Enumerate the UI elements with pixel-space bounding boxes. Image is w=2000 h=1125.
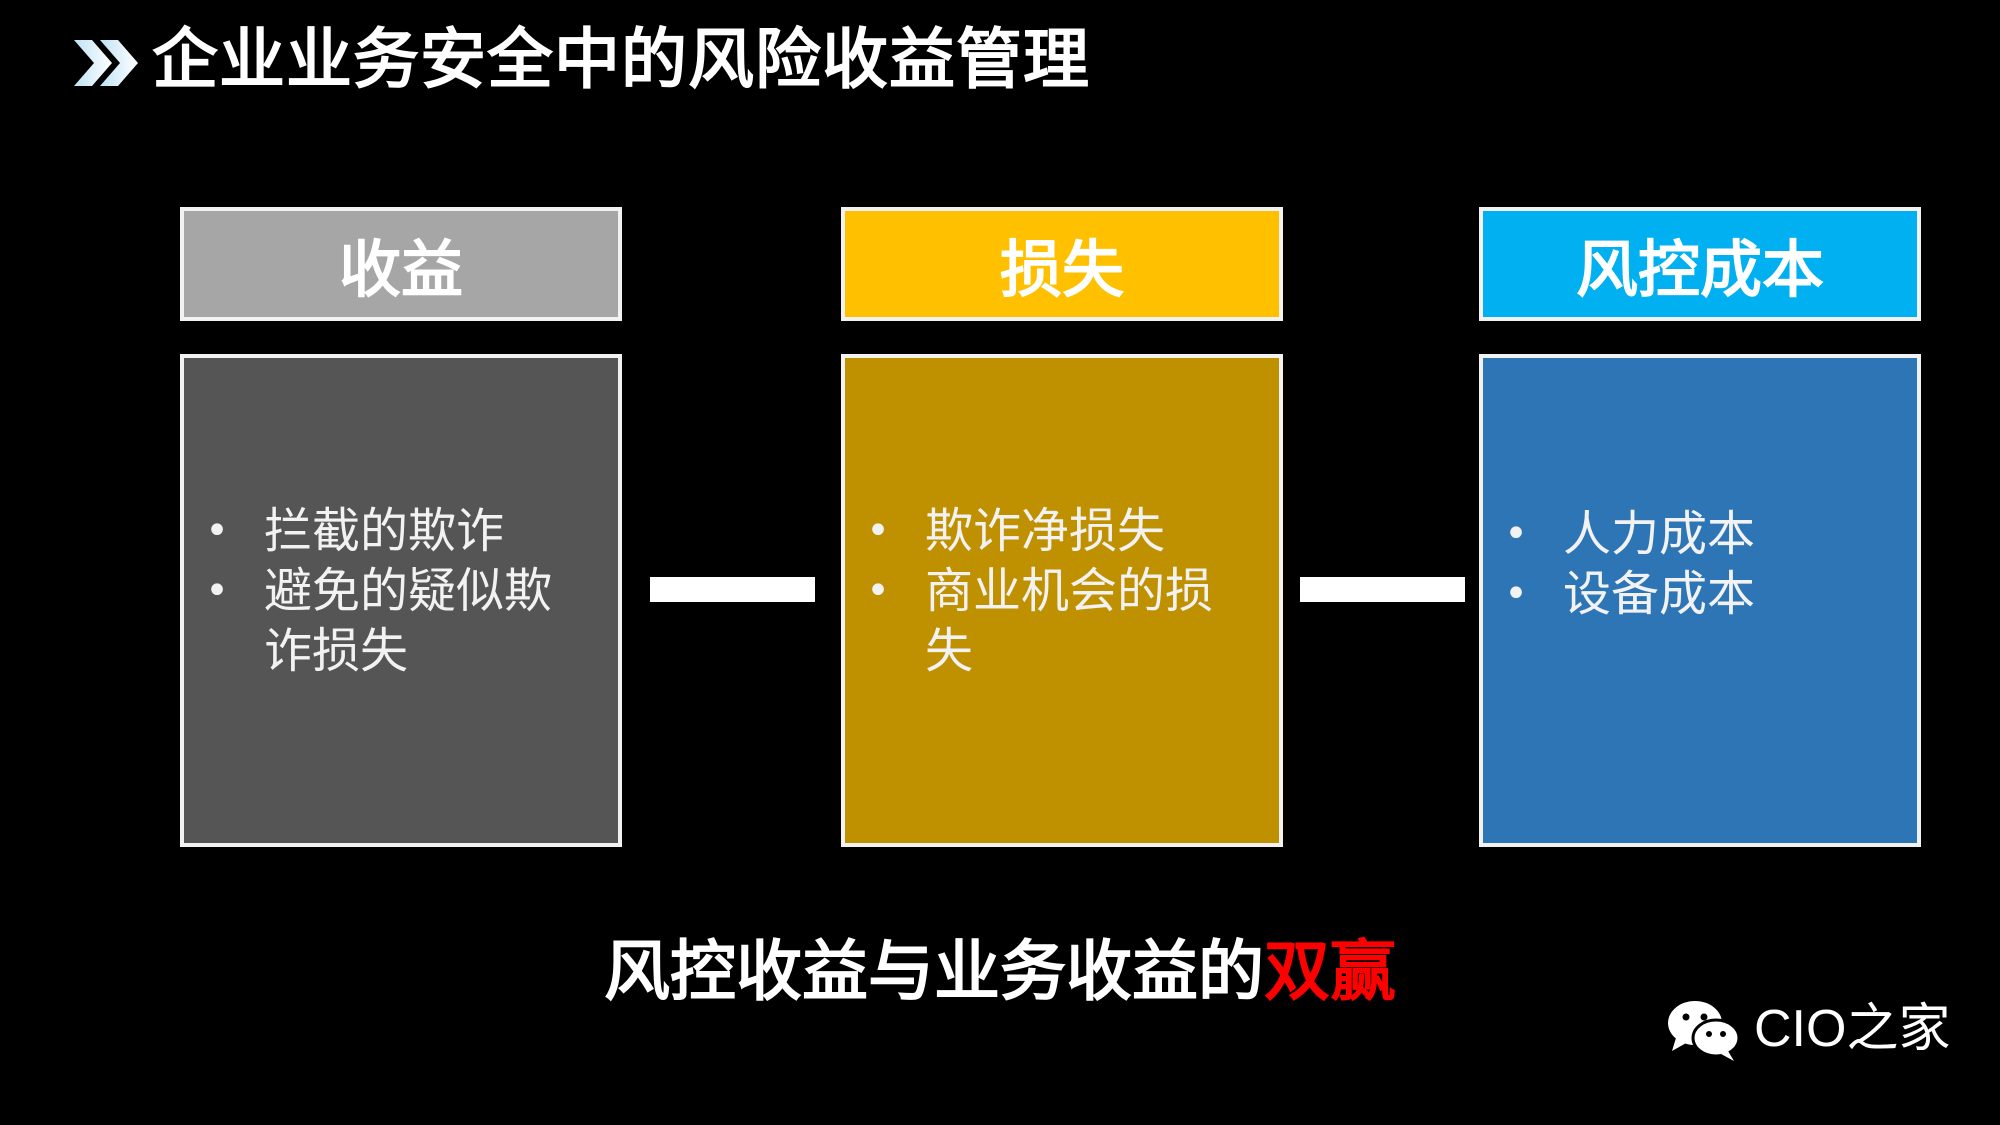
- bullet-icon: •: [205, 507, 229, 554]
- body-income: • 拦截的欺诈 • 避免的疑似欺诈损失: [180, 354, 622, 847]
- connector-line: [1300, 577, 1465, 602]
- conclusion-main: 风控收益与业务收益的: [604, 933, 1264, 1010]
- item-text: 避免的疑似欺诈损失: [264, 562, 553, 679]
- list-item: • 欺诈净损失: [863, 501, 1259, 561]
- header-income: 收益: [180, 207, 622, 321]
- bullet-icon: •: [866, 507, 890, 554]
- list-item: • 商业机会的损失: [863, 561, 1259, 681]
- loss-list: • 欺诈净损失 • 商业机会的损失: [863, 501, 1259, 681]
- bullet-icon: •: [866, 567, 890, 614]
- watermark: CIO之家: [1664, 994, 1950, 1064]
- item-text: 人力成本: [1563, 505, 1756, 562]
- item-text: 设备成本: [1563, 565, 1756, 622]
- watermark-text: CIO之家: [1754, 1000, 1951, 1058]
- bullet-icon: •: [205, 567, 229, 614]
- body-risk-control-cost: • 人力成本 • 设备成本: [1479, 354, 1921, 847]
- conclusion-accent: 双赢: [1264, 933, 1396, 1010]
- list-item: • 拦截的欺诈: [202, 501, 598, 561]
- double-chevron-right-icon: [74, 40, 138, 86]
- item-text: 商业机会的损失: [925, 562, 1214, 679]
- item-text: 欺诈净损失: [925, 502, 1166, 559]
- wechat-icon: [1668, 1001, 1741, 1061]
- slide-title: 企业业务安全中的风险收益管理: [152, 21, 1090, 98]
- connector-line: [650, 577, 815, 602]
- conclusion-text: 风控收益与业务收益的双赢: [0, 932, 2000, 1012]
- list-item: • 设备成本: [1501, 564, 1897, 624]
- list-item: • 人力成本: [1501, 504, 1897, 564]
- cost-list: • 人力成本 • 设备成本: [1501, 504, 1897, 624]
- list-item: • 避免的疑似欺诈损失: [202, 561, 598, 681]
- bullet-icon: •: [1504, 510, 1528, 557]
- income-list: • 拦截的欺诈 • 避免的疑似欺诈损失: [202, 501, 598, 681]
- item-text: 拦截的欺诈: [264, 502, 505, 559]
- header-loss: 损失: [841, 207, 1283, 321]
- bullet-icon: •: [1504, 570, 1528, 617]
- body-loss: • 欺诈净损失 • 商业机会的损失: [841, 354, 1283, 847]
- header-risk-control-cost: 风控成本: [1479, 207, 1921, 321]
